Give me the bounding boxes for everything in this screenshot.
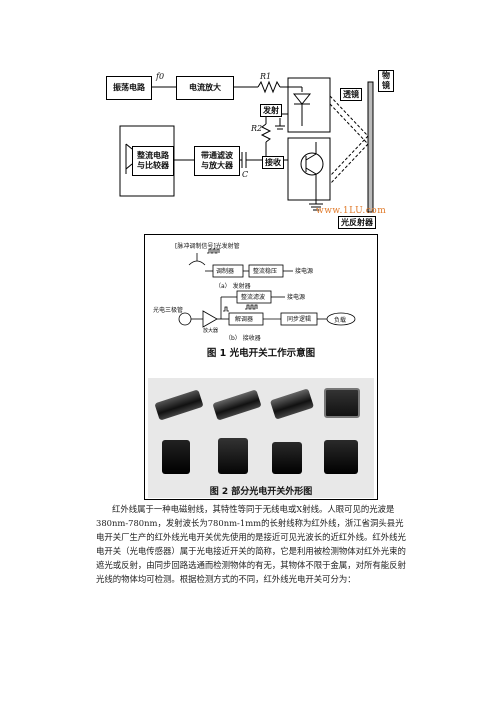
sensor-photo-5	[162, 440, 190, 474]
fig1-b-load: 负载	[334, 317, 347, 324]
fig1-a-caption: （a） 发射器	[215, 283, 251, 290]
top-circuit-diagram: 振荡电路 电流放大 整流电路 与比较器 带通滤波 与放大器 f0 R1 R2 C…	[106, 64, 396, 232]
fig1-b-caption: （b） 接收器	[225, 335, 261, 342]
object-tag: 物 镜	[378, 70, 394, 92]
sensor-photo-6	[218, 438, 248, 474]
sensor-photo-8	[324, 440, 358, 474]
body-paragraph: 红外线属于一种电磁射线，其特性等同于无线电或X射线。人眼可见的光波是380nm-…	[96, 502, 406, 586]
fig1-b-box2: 解调器	[235, 316, 254, 323]
fig1-a-out: 接电源	[295, 268, 314, 275]
fig1-a-label: [脉冲调制信号]光发射管	[175, 243, 240, 250]
fig1-b-label: 光电三极管	[153, 307, 184, 314]
c-label: C	[242, 170, 249, 179]
shaping-line-1: 整流电路	[137, 151, 169, 160]
body-paragraph-text: 红外线属于一种电磁射线，其特性等同于无线电或X射线。人眼可见的光波是380nm-…	[96, 504, 406, 584]
shaping-line-2: 与比较器	[137, 161, 169, 170]
circuit-wires	[119, 77, 374, 213]
fig1-a-box1: 调制器	[216, 268, 235, 275]
fig2-caption: 图 2 部分光电开关外形图	[209, 487, 313, 497]
fig1-wires	[178, 248, 356, 328]
current-amp-box: 电流放大	[176, 76, 234, 100]
sensor-photo-4	[324, 388, 360, 418]
fig1-b-amp: 放大器	[203, 328, 219, 334]
receive-tag: 接收	[262, 156, 284, 169]
shaping-box: 整流电路 与比较器	[132, 146, 174, 176]
r1-label: R1	[260, 72, 272, 81]
oscillator-box: 振荡电路	[106, 76, 152, 100]
sensor-photo-3	[269, 388, 315, 420]
fig1-b-power: 接电源	[287, 294, 306, 301]
bandpass-box: 带通滤波 与放大器	[194, 146, 240, 176]
watermark: www.1LU.com	[316, 206, 387, 216]
reflector-tag: 光反射器	[338, 216, 376, 229]
fig1-b-box3: 同步逻辑	[287, 316, 312, 323]
r2-label: R2	[251, 124, 263, 133]
emit-tag: 发射	[260, 104, 282, 117]
figure-2-photos: 图 2 部分光电开关外形图	[148, 378, 374, 498]
bandpass-line-2: 与放大器	[201, 161, 233, 170]
object-line-2: 镜	[382, 81, 390, 90]
f0-label: f0	[156, 72, 165, 81]
object-line-1: 物	[382, 71, 390, 80]
bandpass-line-1: 带通滤波	[201, 151, 233, 160]
sensor-photo-1	[154, 389, 204, 421]
sensor-photo-7	[272, 442, 302, 474]
fig1-a-box2: 整流稳压	[253, 268, 278, 275]
lens-tag: 透镜	[340, 88, 362, 101]
sensor-photo-2	[212, 389, 262, 421]
fig1-b-box1: 整流滤波	[241, 294, 266, 301]
fig1-title: 图 1 光电开关工作示意图	[206, 348, 316, 359]
